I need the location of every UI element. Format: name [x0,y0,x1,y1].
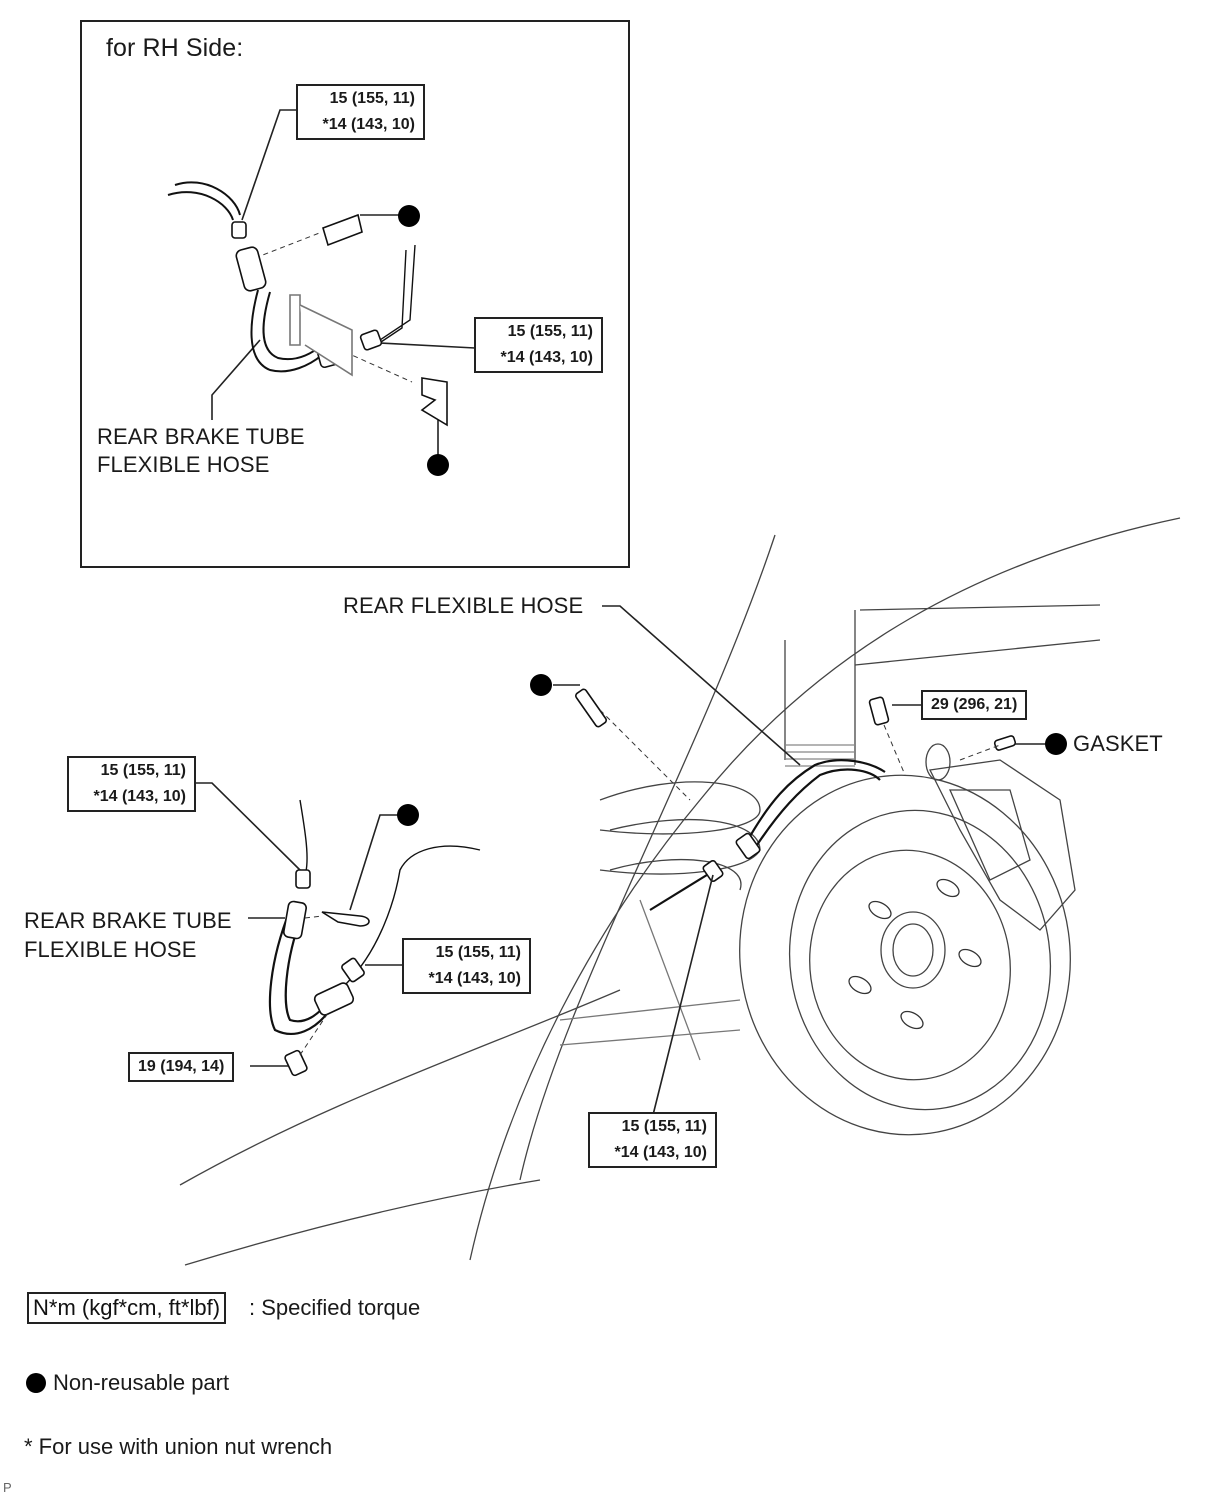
rear-flexible-hose-label: REAR FLEXIBLE HOSE [343,593,584,618]
inset-torque-top: 15 (155, 11) *14 (143, 10) [296,84,425,140]
torque-value-union: *14 (143, 10) [93,788,186,805]
main-hose-label: REAR BRAKE TUBE FLEXIBLE HOSE [24,906,232,964]
left-mid-torque: 15 (155, 11) *14 (143, 10) [402,938,531,994]
non-reusable-icon [26,1373,46,1393]
torque-value: 15 (155, 11) [621,1118,707,1135]
caliper-bolt-torque: 29 (296, 21) [921,690,1028,720]
non-reusable-icon [397,804,419,826]
hose-label-line2: FLEXIBLE HOSE [24,937,197,962]
torque-legend-text: : Specified torque [249,1295,421,1320]
torque-value: 15 (155, 11) [100,762,186,779]
torque-value-union: *14 (143, 10) [500,349,593,366]
left-top-torque: 15 (155, 11) *14 (143, 10) [67,756,196,812]
hose-label-line2: FLEXIBLE HOSE [97,452,270,477]
bracket-bolt-torque: 19 (194, 14) [128,1052,235,1082]
torque-value-union: *14 (143, 10) [428,970,521,987]
torque-value: 15 (155, 11) [435,944,521,961]
inset-title: for RH Side: [106,34,244,62]
bottom-torque: 15 (155, 11) *14 (143, 10) [588,1112,717,1168]
non-reusable-icon [1045,733,1067,755]
torque-value-union: *14 (143, 10) [322,116,415,133]
corner-mark: P [3,1480,12,1495]
torque-value: 19 (194, 14) [138,1058,225,1075]
gasket-label: GASKET [1073,731,1163,756]
torque-value: 15 (155, 11) [329,90,415,107]
hose-label-line1: REAR BRAKE TUBE [24,908,232,933]
rh-side-inset [80,20,630,568]
torque-unit-box: N*m (kgf*cm, ft*lbf) [27,1292,227,1324]
torque-value: 15 (155, 11) [507,323,593,340]
fender-curve-outer [519,534,776,1181]
torque-value-union: *14 (143, 10) [614,1144,707,1161]
inset-hose-label: REAR BRAKE TUBE FLEXIBLE HOSE [97,423,305,479]
non-reusable-icon [427,454,449,476]
non-reusable-legend-text: Non-reusable part [53,1370,230,1395]
inset-torque-right: 15 (155, 11) *14 (143, 10) [474,317,603,373]
union-nut-legend-text: * For use with union nut wrench [24,1434,333,1459]
non-reusable-icon [530,674,552,696]
torque-value: 29 (296, 21) [931,696,1018,713]
non-reusable-icon [398,205,420,227]
hose-label-line1: REAR BRAKE TUBE [97,424,305,449]
